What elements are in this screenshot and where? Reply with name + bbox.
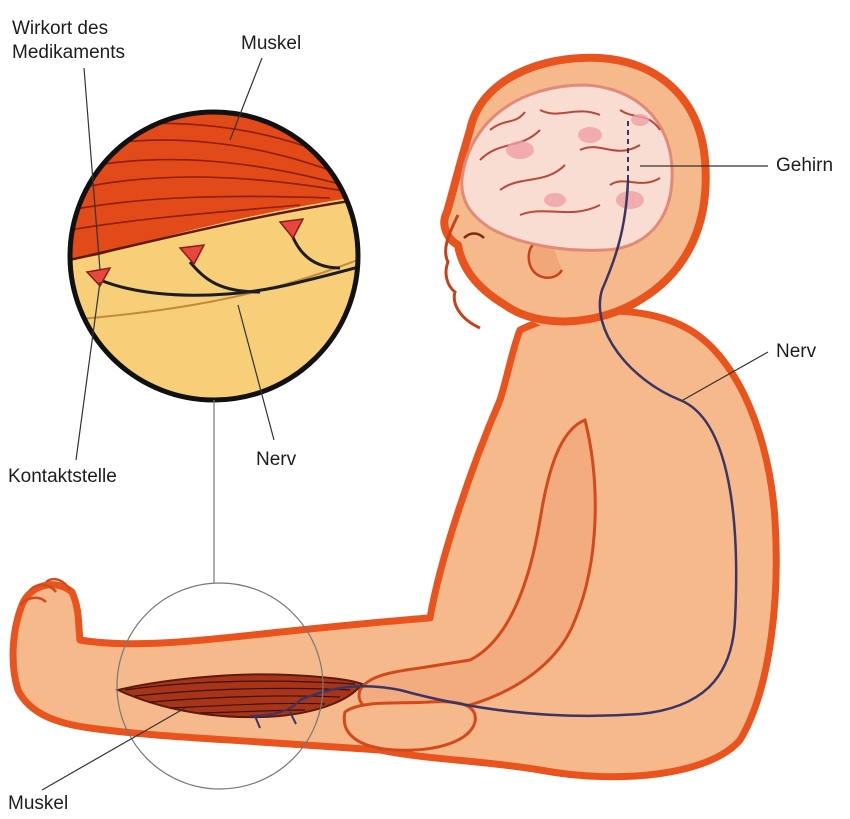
- label-muskel-bottom: Muskel: [8, 793, 68, 815]
- magnified-inset: [60, 100, 370, 410]
- label-wirkort-line2: Medikaments: [12, 42, 125, 64]
- label-gehirn: Gehirn: [776, 155, 833, 177]
- label-nerv-right: Nerv: [776, 341, 816, 363]
- label-nerv-inset: Nerv: [256, 449, 296, 471]
- label-muskel-top: Muskel: [241, 33, 301, 55]
- label-wirkort-line1: Wirkort des: [12, 18, 108, 40]
- label-kontaktstelle: Kontaktstelle: [8, 466, 117, 488]
